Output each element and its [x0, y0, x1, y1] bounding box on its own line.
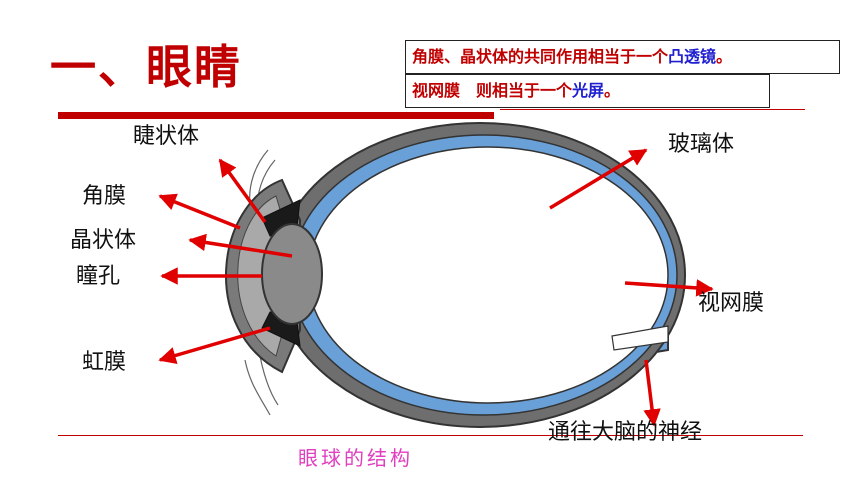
note2-prefix: 视网膜 则相当于一个 — [412, 81, 573, 100]
label-lens: 晶状体 — [70, 228, 137, 253]
bottom-divider — [58, 435, 803, 436]
note1-prefix: 角膜、晶状体的共同作用相当于一个 — [412, 47, 669, 66]
label-iris: 虹膜 — [82, 350, 127, 375]
label-retina: 视网膜 — [698, 291, 765, 316]
arrow-optic-nerve — [643, 359, 661, 427]
arrow-ciliary-body — [218, 158, 267, 224]
vitreous-cavity — [307, 146, 669, 404]
arrow-cornea — [158, 193, 241, 230]
optic-nerve-channel — [611, 325, 669, 351]
arrow-lens — [188, 233, 293, 258]
arrow-iris — [158, 326, 271, 365]
label-arrows — [158, 148, 714, 427]
arrow-retina — [624, 279, 714, 297]
lens-shape — [261, 223, 323, 325]
arrow-vitreous — [549, 148, 648, 210]
label-optic-nerve: 通往大脑的神经 — [548, 420, 703, 445]
note-box-retina-function: 视网膜 则相当于一个光屏。 — [405, 74, 770, 108]
top-divider — [500, 109, 805, 110]
note2-highlight: 光屏 — [572, 81, 605, 100]
label-cornea: 角膜 — [82, 184, 127, 209]
note-box-lens-function: 角膜、晶状体的共同作用相当于一个凸透镜。 — [405, 40, 840, 74]
note1-suffix: 。 — [716, 47, 733, 66]
label-vitreous: 玻璃体 — [668, 132, 735, 157]
label-pupil: 瞳孔 — [76, 264, 121, 289]
page-title: 一、眼睛 — [50, 40, 242, 94]
title-underline-bar — [58, 112, 494, 119]
note1-highlight: 凸透镜 — [668, 47, 717, 66]
note2-suffix: 。 — [604, 81, 621, 100]
label-ciliary-body: 睫状体 — [133, 124, 200, 149]
diagram-caption: 眼球的结构 — [298, 446, 413, 470]
